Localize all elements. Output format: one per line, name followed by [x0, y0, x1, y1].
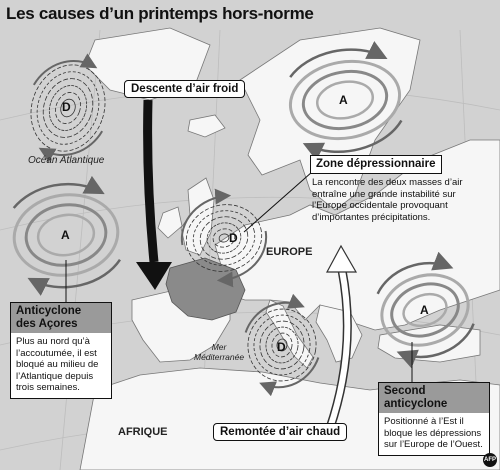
zone-title: Zone dépressionnaire: [310, 155, 442, 174]
anticyclone-a3: [376, 251, 475, 369]
acores-title: Anticyclone des Açores: [11, 303, 111, 333]
sea-label-line2: Méditerranée: [194, 352, 245, 362]
warm-air-arrow: [325, 244, 358, 430]
anticyclone-a2: [288, 41, 403, 161]
second-title-line1: Second: [384, 385, 426, 397]
depression-d2-label: D: [229, 231, 238, 245]
afp-logo: AFP: [483, 453, 497, 467]
sea-label: Mer Méditerranée: [194, 342, 244, 362]
zone-callout: Zone dépressionnaire La rencontre des de…: [310, 155, 488, 226]
zone-text: La rencontre des deux masses d’air entra…: [312, 177, 463, 223]
ocean-label: Océan Atlantique: [28, 155, 105, 166]
depression-d3-label: D: [277, 340, 286, 354]
scandinavia: [239, 27, 421, 211]
afrique-label: AFRIQUE: [118, 426, 168, 438]
sea-label-line1: Mer: [211, 342, 227, 352]
second-anticyclone-callout: Second anticyclone Positionné à l’Est il…: [378, 382, 490, 456]
depression-d1-label: D: [62, 100, 71, 114]
iceland: [187, 114, 226, 138]
anticyclone-a2-label: A: [339, 93, 348, 107]
anticyclone-a3-label: A: [420, 303, 429, 317]
second-text: Positionné à l’Est il bloque les dépress…: [384, 416, 483, 450]
europe-label: EUROPE: [266, 246, 313, 258]
depression-d3: [244, 293, 320, 397]
acores-title-line1: Anticyclone: [16, 305, 82, 317]
leader-lines: [65, 171, 413, 384]
ireland: [157, 206, 183, 239]
acores-callout: Anticyclone des Açores Plus au nord qu’à…: [10, 302, 112, 399]
second-title-line2: anticyclone: [384, 398, 448, 410]
warm-air-caption: Remontée d’air chaud: [213, 423, 348, 441]
cold-air-caption: Descente d’air froid: [124, 80, 246, 98]
depression-d1: [30, 53, 106, 163]
anticyclone-a1-label: A: [61, 228, 70, 242]
depression-d2: [180, 188, 268, 288]
second-title: Second anticyclone: [379, 383, 489, 413]
acores-text: Plus au nord qu’à l’accoutumée, il est b…: [16, 336, 99, 393]
map-title: Les causes d’un printemps hors-norme: [6, 4, 314, 23]
cold-air-arrow: [136, 99, 172, 290]
acores-title-line2: des Açores: [16, 318, 78, 330]
anticyclone-a1: [12, 175, 122, 296]
